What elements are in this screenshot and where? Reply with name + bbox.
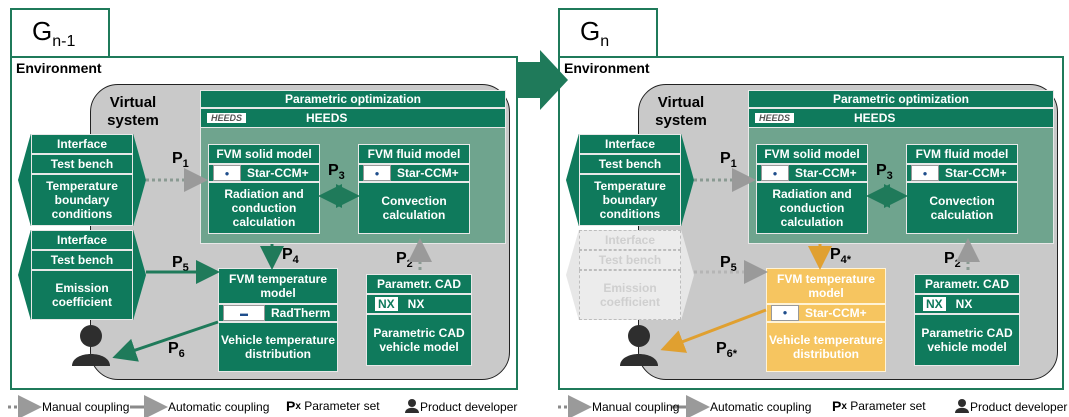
virtual-system-label: Virtual system: [655, 94, 707, 129]
starccm-logo: ●: [363, 165, 391, 181]
nx-logo: NX: [375, 297, 398, 311]
p5-label: P5: [720, 254, 737, 275]
product-developer-icon: [72, 325, 110, 366]
parametric-cad-vehicle-block: Parametric CAD vehicle model: [914, 314, 1020, 366]
starccm-logo: ●: [213, 165, 241, 181]
starccm-row-fluid: ● Star-CCM+: [358, 164, 470, 182]
generation-label: Gn: [558, 8, 658, 56]
starccm-logo: ●: [911, 165, 939, 181]
heeds-label: HEEDS: [854, 111, 896, 125]
test-bench-label: Test bench: [31, 154, 133, 174]
p1-label: P1: [172, 150, 189, 171]
nx-logo: NX: [923, 297, 946, 311]
nx-row: NX NX: [366, 294, 472, 314]
heeds-logo: HEEDS: [207, 113, 247, 123]
starccm-label: Star-CCM+: [397, 166, 459, 180]
p4-label: P4*: [830, 246, 852, 267]
p6-label: P6: [168, 340, 185, 361]
nx-label: NX: [955, 297, 973, 311]
p6-arrow: [112, 320, 219, 362]
parametric-cad-vehicle-block: Parametric CAD vehicle model: [366, 314, 472, 366]
legend-product-developer: Product developer: [420, 400, 518, 414]
starccm-label: Star-CCM+: [805, 306, 867, 320]
convection-block: Convection calculation: [358, 182, 470, 234]
legend-automatic-coupling: Automatic coupling: [710, 400, 812, 414]
starccm-logo: ●: [761, 165, 789, 181]
p6-arrow: [660, 308, 767, 353]
heeds-row: HEEDS HEEDS: [200, 108, 506, 128]
nx-label: NX: [407, 297, 425, 311]
emission-coefficient-label: Emission coefficient: [579, 270, 681, 320]
legend-user-icon: [955, 399, 969, 413]
p2-label: P2: [944, 250, 961, 271]
heeds-logo: HEEDS: [755, 113, 795, 123]
heeds-label: HEEDS: [306, 111, 348, 125]
vehicle-temperature-block: Vehicle temperature distribution: [218, 322, 338, 372]
starccm-row-fluid: ● Star-CCM+: [906, 164, 1018, 182]
parametric-cad-title: Parametr. CAD: [366, 274, 472, 294]
starccm-row-solid: ● Star-CCM+: [208, 164, 320, 182]
legend-user-icon: [405, 399, 419, 413]
p2-label: P2: [396, 250, 413, 271]
legend-automatic-coupling: Automatic coupling: [168, 400, 270, 414]
interface-label: Interface: [31, 230, 133, 250]
interface-label: Interface: [579, 230, 681, 250]
panel-previous-generation: Gn-1 Environment Virtual system Parametr…: [0, 0, 530, 395]
interface-hexagon-1: Interface Test bench Temperature boundar…: [566, 134, 694, 226]
nx-row: NX NX: [914, 294, 1020, 314]
product-developer-icon: [620, 325, 658, 366]
starccm-logo: ●: [771, 305, 799, 321]
convection-block: Convection calculation: [906, 182, 1018, 234]
interface-hexagon-1: Interface Test bench Temperature boundar…: [18, 134, 146, 226]
p3-label: P3: [328, 162, 345, 183]
radtherm-row: ▬ RadTherm: [218, 304, 338, 322]
starccm-label: Star-CCM+: [945, 166, 1007, 180]
interface-label: Interface: [579, 134, 681, 154]
starccm-row-temperature: ● Star-CCM+: [766, 304, 886, 322]
legend-product-developer: Product developer: [970, 400, 1068, 414]
radiation-conduction-block: Radiation and conduction calculation: [756, 182, 868, 234]
fvm-solid-model-title: FVM solid model: [756, 144, 868, 164]
test-bench-label: Test bench: [31, 250, 133, 270]
parametric-optimization-title: Parametric optimization: [200, 90, 506, 108]
starccm-label: Star-CCM+: [247, 166, 309, 180]
generation-label: Gn-1: [10, 8, 110, 56]
vehicle-temperature-block: Vehicle temperature distribution: [766, 322, 886, 372]
radtherm-logo: ▬: [223, 305, 265, 321]
test-bench-label: Test bench: [579, 250, 681, 270]
virtual-system-label: Virtual system: [107, 94, 159, 129]
radtherm-label: RadTherm: [271, 306, 331, 320]
p6-label: P6*: [716, 340, 738, 361]
fvm-fluid-model-title: FVM fluid model: [358, 144, 470, 164]
environment-label: Environment: [564, 60, 650, 76]
generation-transition-arrow: [518, 50, 568, 110]
interface-hexagon-2: Interface Test bench Emission coefficien…: [18, 230, 146, 320]
interface-hexagon-2-faded: Interface Test bench Emission coefficien…: [566, 230, 694, 320]
temperature-boundary-label: Temperature boundary conditions: [31, 174, 133, 226]
starccm-row-solid: ● Star-CCM+: [756, 164, 868, 182]
p5-label: P5: [172, 254, 189, 275]
starccm-label: Star-CCM+: [795, 166, 857, 180]
parametric-optimization-title: Parametric optimization: [748, 90, 1054, 108]
radiation-conduction-block: Radiation and conduction calculation: [208, 182, 320, 234]
temperature-boundary-label: Temperature boundary conditions: [579, 174, 681, 226]
p4-label: P4: [282, 246, 299, 267]
legend-manual-coupling: Manual coupling: [42, 400, 130, 414]
fvm-fluid-model-title: FVM fluid model: [906, 144, 1018, 164]
fvm-solid-model-title: FVM solid model: [208, 144, 320, 164]
test-bench-label: Test bench: [579, 154, 681, 174]
fvm-temperature-model-title: FVM temperature model: [766, 268, 886, 304]
p1-label: P1: [720, 150, 737, 171]
legend-manual-coupling: Manual coupling: [592, 400, 680, 414]
emission-coefficient-label: Emission coefficient: [31, 270, 133, 320]
interface-label: Interface: [31, 134, 133, 154]
p3-label: P3: [876, 162, 893, 183]
parametric-cad-title: Parametr. CAD: [914, 274, 1020, 294]
heeds-row: HEEDS HEEDS: [748, 108, 1054, 128]
environment-label: Environment: [16, 60, 102, 76]
